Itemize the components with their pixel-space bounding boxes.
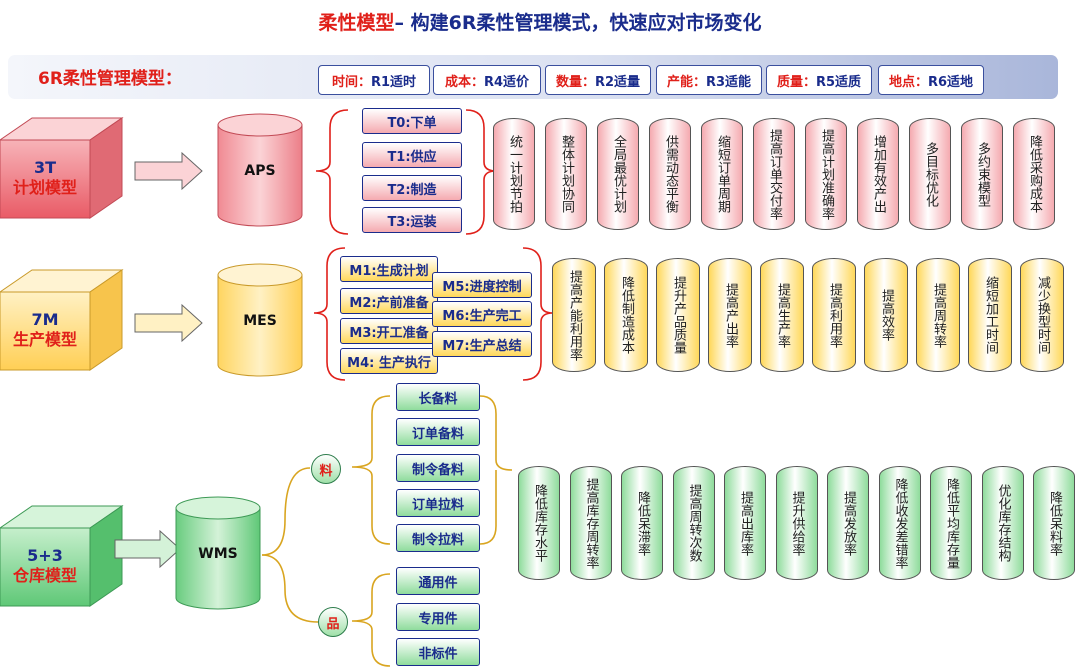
production-step-m5: M5:进度控制 (432, 272, 532, 298)
pill-cost: 成本：R4适价 (433, 65, 541, 95)
plan-benefit-5: 缩短订单周期 (701, 118, 743, 230)
parts-box-1: 通用件 (396, 567, 480, 595)
plan-benefit-8: 增加有效产出 (857, 118, 899, 230)
aps-label: APS (244, 163, 276, 179)
warehouse-benefit-11: 降低呆料率 (1033, 466, 1075, 580)
production-benefit-2: 降低制造成本 (604, 258, 648, 372)
aps-cylinder (217, 113, 303, 227)
production-step-m3: M3:开工准备 (340, 318, 438, 344)
plan-benefit-3: 全局最优计划 (597, 118, 639, 230)
parts-box-2: 专用件 (396, 603, 480, 631)
warehouse-connectors (261, 395, 513, 667)
production-step-m1: M1:生成计划 (340, 256, 438, 282)
production-benefit-1: 提高产能利用率 (552, 258, 596, 372)
parts-box-3: 非标件 (396, 638, 480, 666)
production-benefit-3: 提升产品质量 (656, 258, 700, 372)
warehouse-benefit-10: 优化库存结构 (981, 466, 1024, 580)
production-benefit-5: 提高生产率 (760, 258, 804, 372)
pill-quantity: 数量：R2适量 (545, 65, 651, 95)
production-benefit-8: 提高周转率 (916, 258, 960, 372)
pill-location: 地点：R6适地 (878, 65, 984, 95)
wms-cylinder (175, 496, 261, 610)
plan-step-t1: T1:供应 (362, 142, 462, 168)
production-benefit-10: 减少换型时间 (1020, 258, 1064, 372)
production-cube (0, 269, 124, 371)
warehouse-arrow (114, 529, 181, 569)
plan-step-t0: T0:下单 (362, 108, 462, 134)
material-circle: 料 (311, 454, 341, 484)
material-box-2: 订单备料 (396, 418, 480, 446)
material-box-1: 长备料 (396, 383, 480, 411)
warehouse-benefit-6: 提升供给率 (775, 466, 818, 580)
plan-benefit-4: 供需动态平衡 (649, 118, 691, 230)
plan-left-brace (315, 109, 349, 235)
material-box-3: 制令备料 (396, 454, 480, 482)
production-left-brace (313, 247, 346, 381)
page-title: 柔性模型– 构建6R柔性管理模式，快速应对市场变化 (318, 12, 762, 34)
production-arrow (134, 303, 203, 343)
plan-benefit-2: 整体计划协同 (545, 118, 587, 230)
warehouse-benefit-1: 降低库存水平 (518, 466, 560, 580)
production-step-m6: M6:生产完工 (432, 301, 532, 327)
production-benefit-6: 提高利用率 (812, 258, 856, 372)
plan-benefit-9: 多目标优化 (909, 118, 951, 230)
pill-capacity: 产能：R3适能 (656, 65, 762, 95)
plan-step-t2: T2:制造 (362, 175, 462, 201)
production-benefit-4: 提高产出率 (708, 258, 752, 372)
plan-cube (0, 117, 124, 219)
mes-label: MES (243, 313, 277, 329)
mes-cylinder (217, 263, 303, 377)
plan-step-t3: T3:运装 (362, 207, 462, 233)
warehouse-cube (0, 505, 124, 607)
pill-time: 时间：R1适时 (318, 65, 430, 95)
parts-circle: 品 (318, 607, 348, 637)
plan-benefit-10: 多约束模型 (961, 118, 1003, 230)
production-step-m7: M7:生产总结 (432, 331, 532, 357)
production-step-m4: M4: 生产执行 (340, 348, 438, 374)
plan-benefit-11: 降低采购成本 (1013, 118, 1055, 230)
production-benefit-9: 缩短加工时间 (968, 258, 1012, 372)
plan-benefit-6: 提高订单交付率 (753, 118, 795, 230)
warehouse-benefit-9: 降低平均库存量 (930, 466, 972, 580)
warehouse-benefit-5: 提高出库率 (724, 466, 766, 580)
production-step-m2: M2:产前准备 (340, 288, 438, 314)
production-benefit-7: 提高效率 (864, 258, 908, 372)
plan-arrow (134, 151, 203, 191)
wms-label: WMS (198, 546, 238, 562)
material-box-5: 制令拉料 (396, 524, 480, 552)
warehouse-benefit-7: 提高发放率 (827, 466, 869, 580)
pill-quality: 质量：R5适质 (766, 65, 872, 95)
material-box-4: 订单拉料 (396, 489, 480, 517)
plan-benefit-7: 提高计划准确率 (805, 118, 847, 230)
warehouse-benefit-3: 降低呆滞率 (621, 466, 663, 580)
warehouse-benefit-8: 降低收发差错率 (878, 466, 921, 580)
plan-right-brace (465, 109, 497, 235)
warehouse-benefit-4: 提高周转次数 (672, 466, 715, 580)
plan-benefit-1: 统一计划节拍 (493, 118, 535, 230)
warehouse-benefit-2: 提高库存周转率 (569, 466, 612, 580)
banner-label: 6R柔性管理模型： (38, 69, 182, 89)
